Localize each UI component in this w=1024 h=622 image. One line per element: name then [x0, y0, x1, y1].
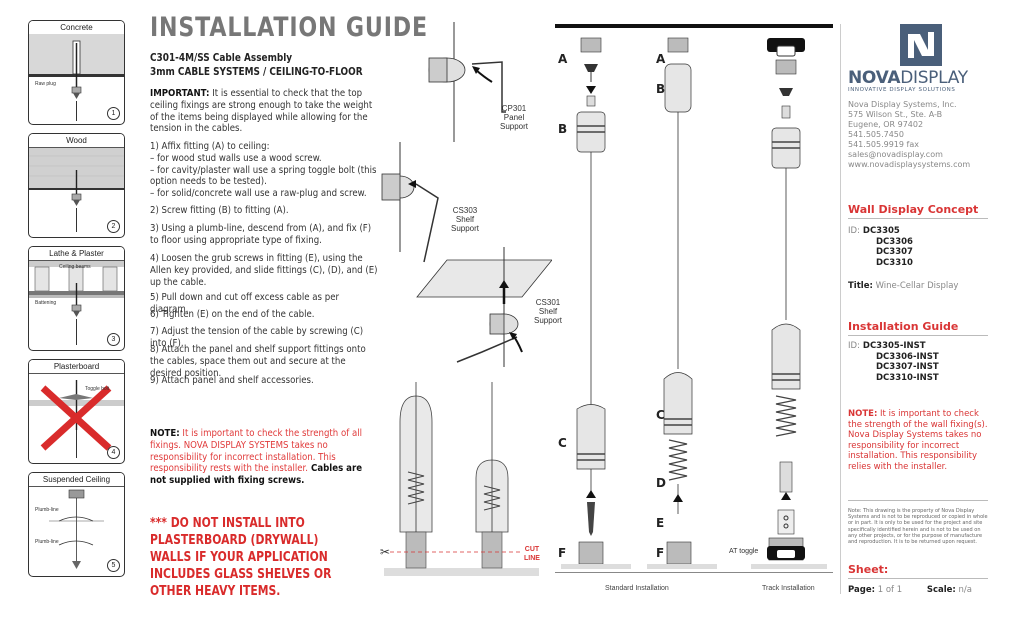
label-f-track: F [656, 546, 665, 560]
label-f-standard: F [558, 546, 567, 560]
subtitle-system: 3mm CABLE SYSTEMS / CEILING-TO-FLOOR [150, 66, 363, 78]
standard-installation-caption: Standard Installation [605, 585, 669, 592]
step-3: 3) Using a plumb-line, descend from (A),… [150, 223, 372, 246]
panel-number: 2 [107, 220, 120, 233]
panel-number: 3 [107, 333, 120, 346]
panel-number: 1 [107, 107, 120, 120]
note-text: It is important to check the strength of… [150, 428, 363, 475]
disclaimer: Note: This drawing is the property of No… [848, 508, 988, 546]
panel-number: 4 [107, 446, 120, 459]
concrete-fixing-drawing [29, 34, 124, 121]
sheet-heading: Sheet: [848, 563, 889, 576]
label-b-track: B [656, 82, 666, 96]
step-5: 5) Pull down and cut off excess cable as… [150, 292, 340, 315]
at-toggle-label: AT toggle [729, 548, 759, 555]
step-6: 6) Tighten (E) on the end of the cable. [150, 309, 315, 320]
step-1-text: 1) Affix fitting (A) to ceiling: [150, 141, 270, 152]
rawplug-label: Raw plug [35, 81, 56, 87]
sheet-info: Page: 1 of 1 Scale: n/a [848, 585, 972, 595]
track-installation-caption: Track Installation [762, 585, 815, 592]
important-paragraph: IMPORTANT: It is essential to check that… [150, 88, 378, 135]
guide-note: NOTE: It is important to check the stren… [848, 409, 988, 472]
label-d-track: D [656, 476, 666, 490]
company-tagline: INNOVATIVE DISPLAY SOLUTIONS [848, 87, 956, 93]
cut-line-detail: ✂ [380, 382, 539, 576]
label-e-track: E [656, 516, 665, 530]
step-8: 8) Attach the panel and shelf support fi… [150, 344, 366, 379]
plasterboard-warning: *** DO NOT INSTALL INTO PLASTERBOARD (DR… [150, 515, 332, 599]
note-bold-text: Cables are not supplied with fixing scre… [150, 463, 363, 487]
ceiling-beams-label: Ceiling beams [59, 264, 91, 270]
panel-wood: Wood 2 [28, 133, 125, 238]
panel-title: Wood [29, 134, 124, 148]
label-a-standard: A [558, 52, 568, 66]
rule [848, 578, 988, 579]
plumb-line-label: Plumb-line [35, 507, 59, 513]
label-b-standard: B [558, 122, 568, 136]
note-label: NOTE: [150, 428, 180, 439]
step-4: 4) Loosen the grub screws in fitting (E)… [150, 253, 378, 288]
company-address: Nova Display Systems, Inc. 575 Wilson St… [848, 100, 971, 169]
guide-heading: Installation Guide [848, 320, 959, 333]
important-label: IMPORTANT: [150, 88, 210, 99]
plumb-line-label: Plumb-line [35, 539, 59, 545]
step-1a-text: – for wood stud walls use a wood screw. [150, 152, 322, 164]
battening-label: Battening [35, 300, 57, 306]
toggle-bolt-label: Toggle bolt [85, 386, 110, 392]
rule [848, 335, 988, 336]
svg-text:✂: ✂ [380, 545, 390, 559]
step-9: 9) Attach panel and shelf accessories. [150, 375, 314, 386]
concept-ids: ID: DC3305 DC3306 DC3307 DC3310 [848, 226, 913, 268]
step-2: 2) Screw fitting (B) to fitting (A). [150, 205, 289, 216]
company-logo-text: NOVADISPLAY [848, 68, 968, 88]
page-title: INSTALLATION GUIDE [150, 12, 428, 43]
panel-concrete: Concrete Raw plug 1 [28, 20, 125, 125]
divider [840, 24, 841, 594]
cable-assembly-diagram [555, 24, 833, 573]
label-a-track: A [656, 52, 666, 66]
suspended-ceiling-drawing [49, 489, 104, 569]
panel-suspended-ceiling: Suspended Ceiling Plumb-line Plumb-line … [28, 472, 125, 577]
step-1b-text: – for cavity/plaster wall use a spring t… [150, 164, 377, 188]
panel-title: Lathe & Plaster [29, 247, 124, 261]
rule [848, 500, 988, 501]
note-paragraph: NOTE: It is important to check the stren… [150, 428, 378, 487]
panel-title: Suspended Ceiling [29, 473, 124, 487]
important-text: It is essential to check that the top ce… [150, 88, 373, 135]
label-c-standard: C [558, 436, 567, 450]
rule [848, 218, 988, 219]
panel-title: Plasterboard [29, 360, 124, 374]
step-1: 1) Affix fitting (A) to ceiling: – for w… [150, 141, 378, 200]
plasterboard-fixing-drawing [29, 380, 124, 458]
guide-ids: ID: DC3305-INST DC3306-INST DC3307-INST … [848, 341, 939, 383]
subtitle-product: C301-4M/SS Cable Assembly [150, 52, 293, 64]
step-1c-text: – for solid/concrete wall use a raw-plug… [150, 188, 367, 200]
wood-fixing-drawing [29, 148, 124, 232]
step-7: 7) Adjust the tension of the cable by sc… [150, 326, 364, 349]
panel-number: 5 [107, 559, 120, 572]
concept-title: Title: Wine-Cellar Display [848, 281, 959, 291]
panel-lathe-plaster: Lathe & Plaster Ceiling beams Battening … [28, 246, 125, 351]
panel-plasterboard: Plasterboard Toggle bolt 4 [28, 359, 125, 464]
nova-logo-mark [900, 24, 942, 66]
support-fittings-drawing [381, 22, 552, 367]
label-c-track: C [656, 408, 665, 422]
lathe-fixing-drawing [29, 261, 124, 345]
concept-heading: Wall Display Concept [848, 203, 979, 216]
